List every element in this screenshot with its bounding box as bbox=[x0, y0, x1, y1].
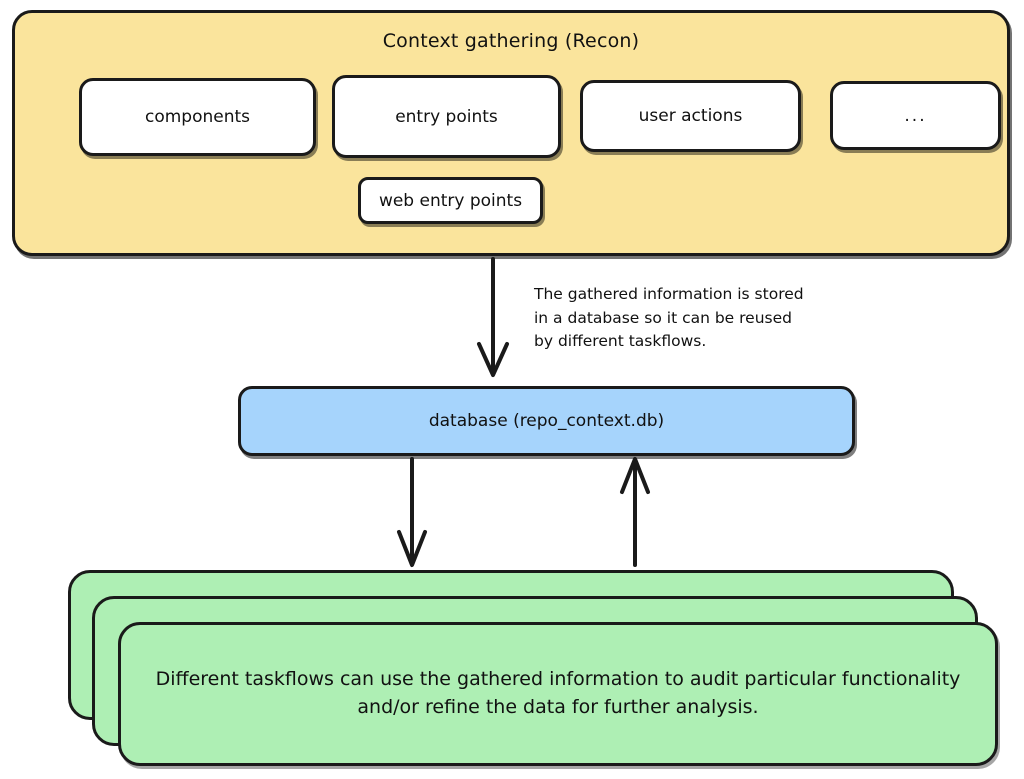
recon-item-label: ... bbox=[904, 105, 927, 126]
recon-item-more[interactable]: ... bbox=[830, 81, 1001, 150]
recon-item-label: user actions bbox=[638, 106, 743, 126]
recon-item-user-actions[interactable]: user actions bbox=[580, 80, 801, 152]
recon-item-label: entry points bbox=[395, 106, 498, 127]
taskflow-description: Different taskflows can use the gathered… bbox=[155, 668, 961, 718]
recon-item-label: components bbox=[144, 107, 251, 127]
recon-item-label: web entry points bbox=[378, 190, 523, 211]
recon-item-web-entry-points[interactable]: web entry points bbox=[358, 177, 543, 224]
arrow-recon-to-database bbox=[477, 257, 509, 377]
database-box[interactable]: database (repo_context.db) bbox=[238, 386, 855, 456]
arrow-taskflows-to-database bbox=[620, 457, 650, 567]
taskflow-card-front[interactable]: Different taskflows can use the gathered… bbox=[118, 622, 998, 766]
recon-title: Context gathering (Recon) bbox=[382, 30, 640, 52]
recon-container: Context gathering (Recon) components ent… bbox=[12, 10, 1010, 256]
database-label: database (repo_context.db) bbox=[428, 411, 665, 431]
arrow-database-to-taskflows bbox=[397, 457, 427, 567]
recon-item-components[interactable]: components bbox=[79, 78, 316, 156]
flow-annotation-note: The gathered information is stored in a … bbox=[534, 285, 804, 351]
recon-item-entry-points[interactable]: entry points bbox=[332, 75, 561, 158]
